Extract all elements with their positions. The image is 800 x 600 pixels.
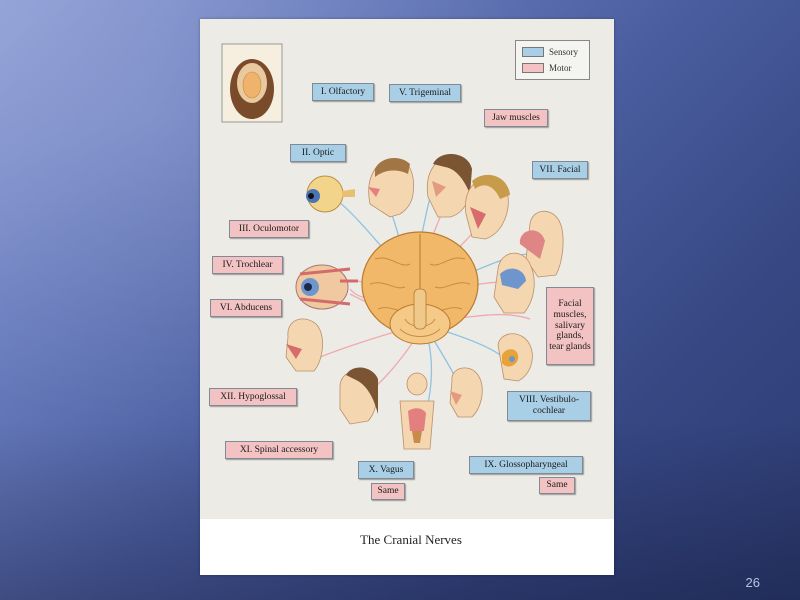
label-olfactory: I. Olfactory [312, 83, 374, 101]
cranial-nerves-figure: Sensory Motor I. Olfactory V. Trigeminal… [200, 19, 614, 575]
legend-item-sensory: Sensory [522, 47, 578, 57]
label-hypoglossal: XII. Hypoglossal [209, 388, 297, 406]
ear-vestibulocochlear [497, 333, 533, 382]
label-vestibulocochlear: VIII. Vestibulo-cochlear [507, 391, 591, 421]
label-facial-targets: Facial muscles, salivary glands, tear gl… [546, 287, 594, 365]
torso-vagus [399, 372, 435, 450]
cranial-nerves-illustration [221, 43, 564, 450]
label-oculomotor: III. Oculomotor [229, 220, 309, 238]
head-spinal-accessory [339, 367, 378, 425]
head-glossopharyngeal [449, 367, 483, 418]
eyeball-illustration [306, 175, 355, 213]
head-trigeminal [426, 153, 472, 218]
head-hypoglossal [285, 318, 323, 372]
label-trochlear: IV. Trochlear [212, 256, 283, 274]
label-abducens: VI. Abducens [210, 299, 282, 317]
head-top-view-thumbnail [221, 43, 283, 123]
brain-inferior-view [361, 231, 479, 345]
slide-number: 26 [745, 575, 760, 590]
label-trigeminal: V. Trigeminal [389, 84, 461, 102]
label-jaw-muscles: Jaw muscles [484, 109, 548, 127]
legend-swatch-motor [522, 63, 544, 73]
legend-label-sensory: Sensory [549, 47, 578, 57]
legend: Sensory Motor [515, 40, 590, 80]
head-facial [519, 210, 564, 278]
figure-caption: The Cranial Nerves [330, 523, 492, 557]
label-vagus: X. Vagus [358, 461, 414, 479]
label-spinal-accessory: XI. Spinal accessory [225, 441, 333, 459]
head-jaw-muscles [464, 174, 510, 240]
label-optic: II. Optic [290, 144, 346, 162]
legend-item-motor: Motor [522, 63, 572, 73]
legend-label-motor: Motor [549, 63, 572, 73]
label-vagus-same: Same [371, 483, 405, 500]
label-glossopharyngeal: IX. Glossopharyngeal [469, 456, 583, 474]
label-glossopharyngeal-same: Same [539, 477, 575, 494]
label-facial: VII. Facial [532, 161, 588, 179]
legend-swatch-sensory [522, 47, 544, 57]
head-olfactory [368, 157, 414, 218]
eye-muscles-illustration [295, 264, 358, 310]
head-facial-lower [493, 252, 535, 314]
